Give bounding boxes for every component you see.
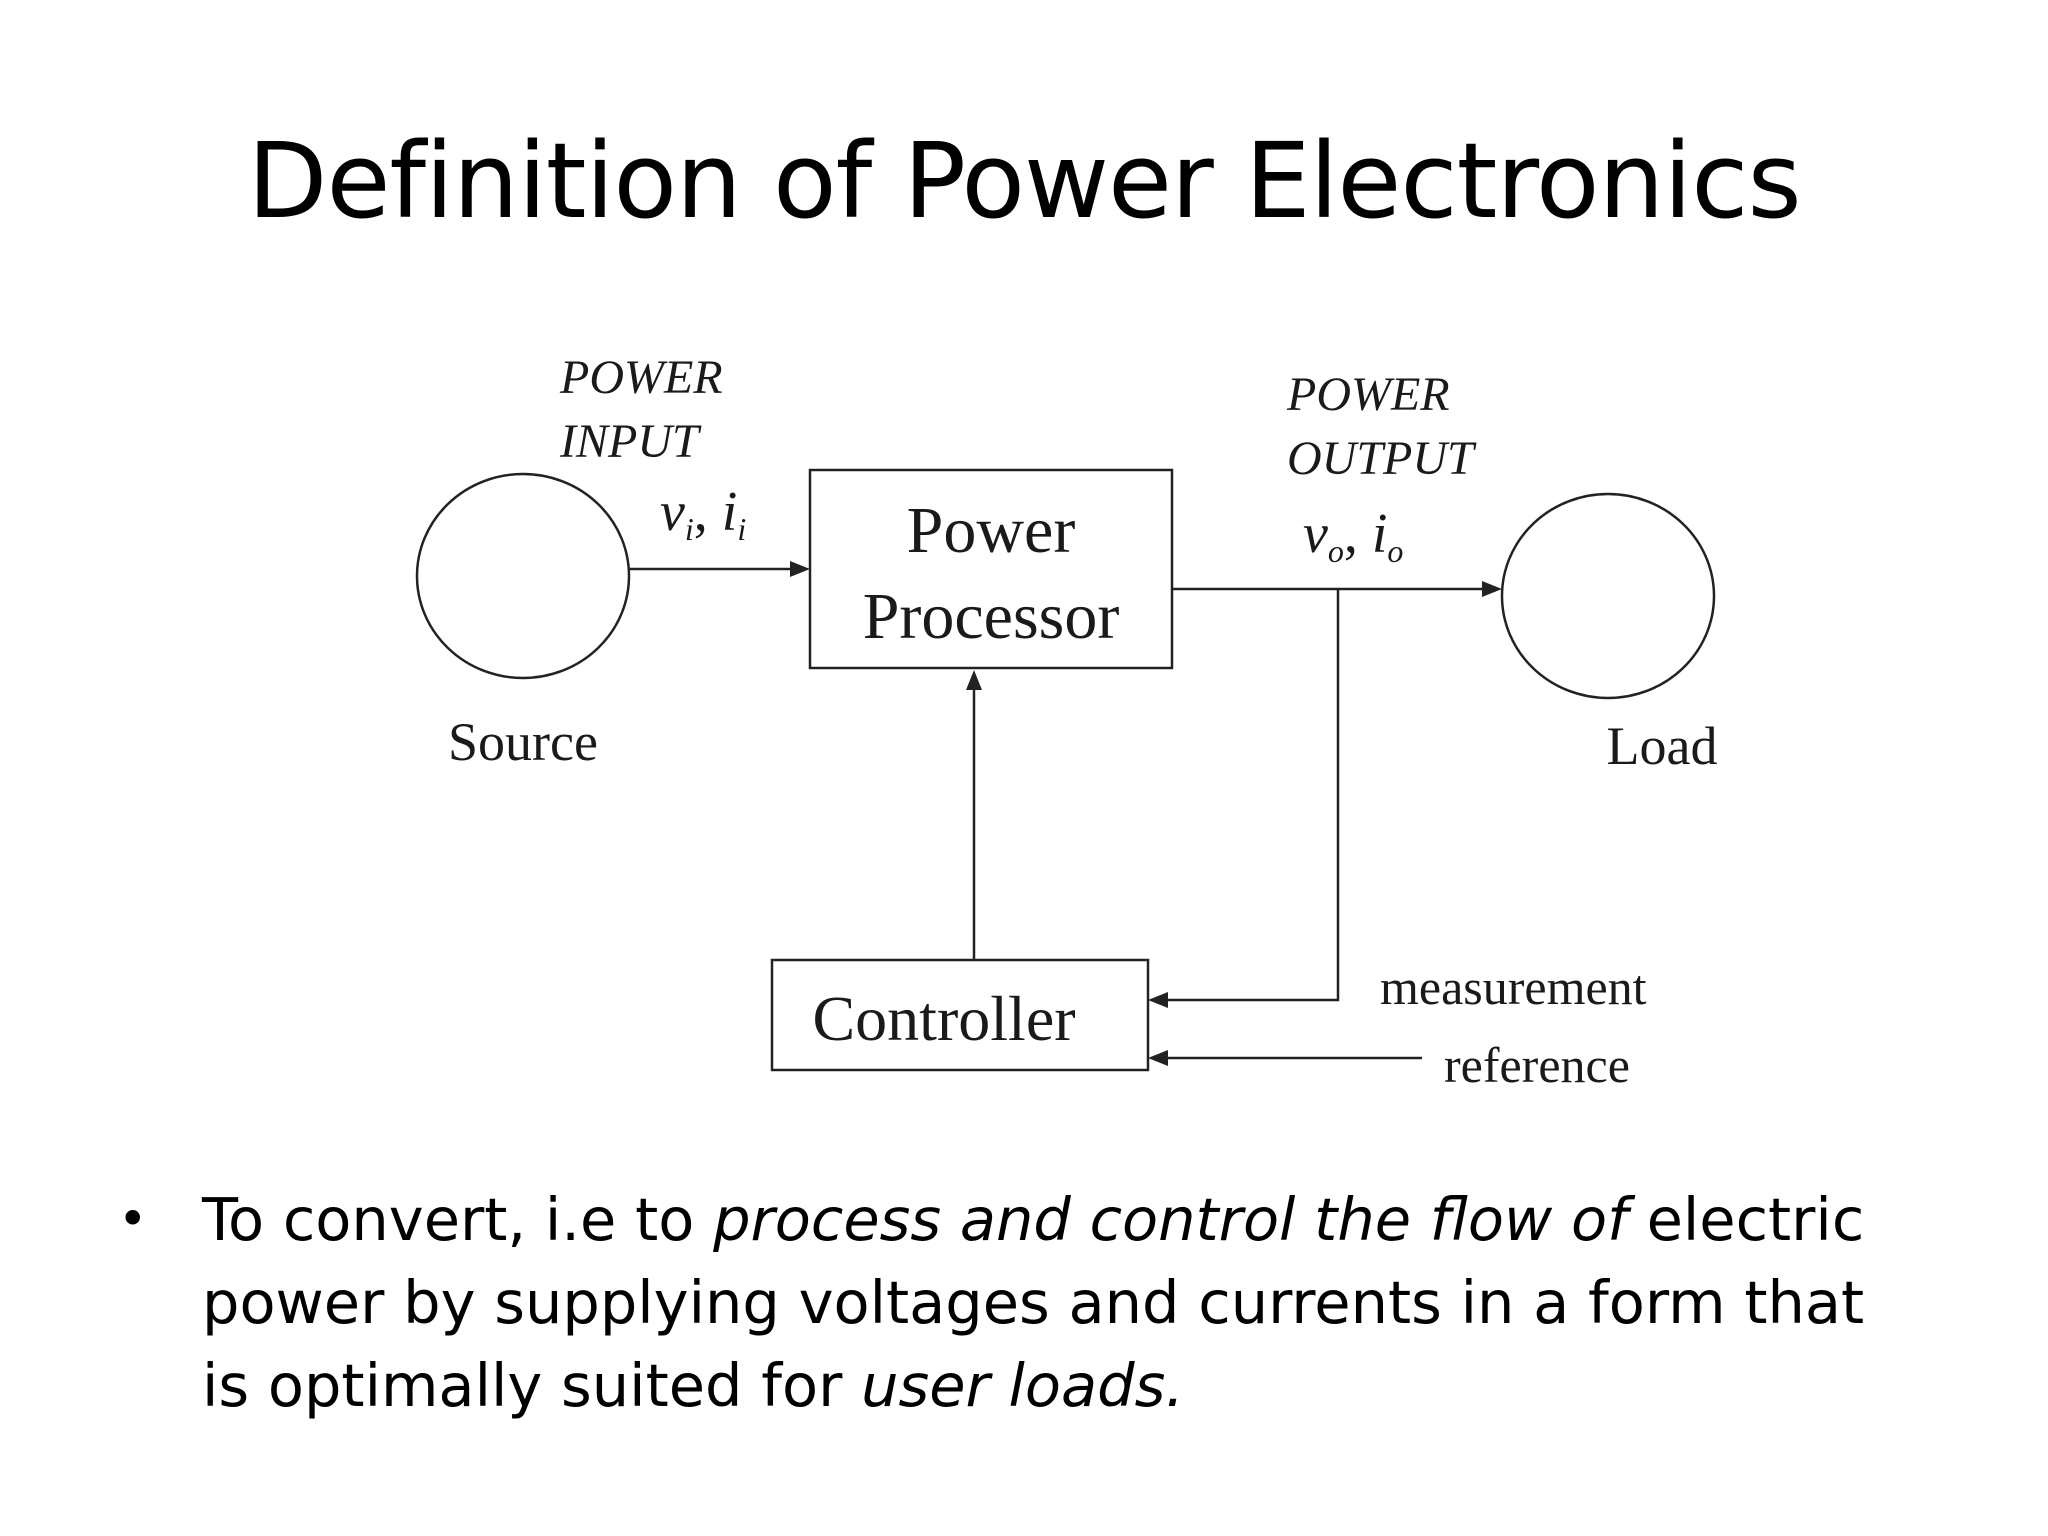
controller-box (770, 958, 1150, 1072)
input-current-symbol: i (722, 481, 738, 543)
reference-arrowhead (1148, 1050, 1168, 1066)
input-voltage-subscript: i (685, 511, 694, 547)
output-current-subscript: o (1387, 533, 1403, 569)
input-separator: , (694, 481, 708, 543)
power-input-label-line1: POWER (559, 351, 723, 404)
input-voltage-symbol: v (660, 481, 685, 543)
measurement-label: measurement (1380, 959, 1647, 1015)
source-label: Source (448, 712, 598, 772)
measurement-arrowhead (1148, 992, 1168, 1008)
power-output-label-line2: OUTPUT (1287, 432, 1477, 485)
input-current-subscript: i (737, 511, 746, 547)
bullet-text: To convert, i.e to process and control t… (202, 1178, 1902, 1427)
output-separator: , (1344, 503, 1358, 565)
input-voltage-current: vi,ii (660, 481, 746, 547)
control-arrowhead (966, 670, 982, 690)
power-processor-box (808, 468, 1174, 670)
measurement-feedback-line (1162, 589, 1340, 1002)
output-arrowhead (1482, 581, 1502, 597)
bullet-marker: • (118, 1190, 148, 1248)
load-label: Load (1607, 716, 1718, 776)
output-voltage-symbol: v (1303, 503, 1328, 565)
output-voltage-subscript: o (1328, 533, 1344, 569)
reference-label: reference (1444, 1037, 1630, 1093)
load-circle (1500, 492, 1716, 700)
controller-label: Controller (812, 983, 1075, 1054)
bullet-text-italic2: user loads. (861, 1351, 1185, 1420)
slide-title: Definition of Power Electronics (247, 120, 1801, 242)
bullet-text-italic1: process and control the flow of (713, 1185, 1628, 1254)
source-circle (415, 472, 631, 680)
definition-bullet: • To convert, i.e to process and control… (118, 1178, 1918, 1427)
output-current-symbol: i (1372, 503, 1388, 565)
power-processor-label-line1: Power (907, 494, 1076, 567)
output-voltage-current: vo,io (1303, 503, 1403, 569)
bullet-text-part3: electric power by supplying voltages and… (202, 1185, 1865, 1420)
power-output-label-line1: POWER (1286, 368, 1450, 421)
power-processor-label-line2: Processor (863, 580, 1120, 653)
input-arrowhead (790, 561, 810, 577)
power-input-label-line2: INPUT (559, 415, 702, 468)
bullet-text-part1: To convert, i.e to (202, 1185, 714, 1254)
